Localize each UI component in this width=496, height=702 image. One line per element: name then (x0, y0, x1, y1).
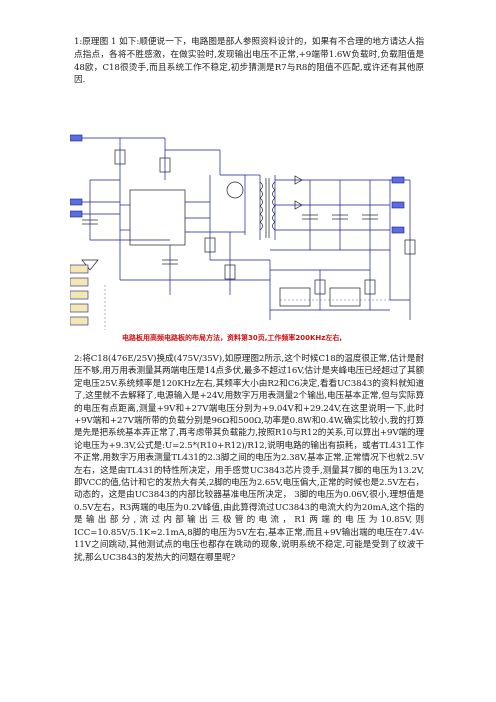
schematic-caption: 电路板用高频电路板的布局方法，资料第30页,工作频率200KHz左右, (122, 333, 342, 342)
paragraph-1: 1:原理图 1 如下:顺便说一下，电路图是部人参照资料设计的，如果有不合理的地方… (74, 37, 424, 86)
circuit-schematic: 电路板用高频电路板的布局方法，资料第30页,工作频率200KHz左右, (70, 134, 416, 342)
paragraph-2: 2:将C18(476E/25V)换成(475V/35V),如原理图2所示,这个时… (74, 354, 424, 563)
